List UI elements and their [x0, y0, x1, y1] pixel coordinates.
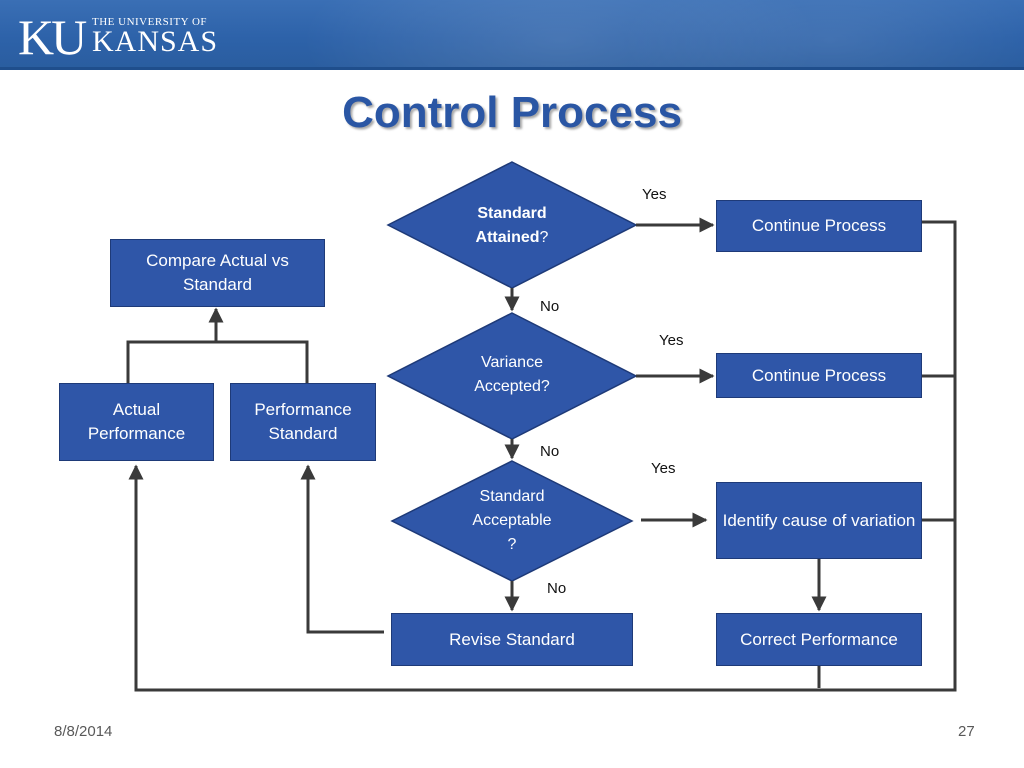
continue-process-box-2: Continue Process	[716, 353, 922, 398]
label-yes-2: Yes	[659, 332, 684, 349]
page-number: 27	[958, 723, 975, 740]
decision-text-2: Variance Accepted?	[474, 354, 550, 395]
label-yes-1: Yes	[642, 186, 667, 203]
decision-1-mark: ?	[539, 229, 549, 246]
correct-performance-box: Correct Performance	[716, 613, 922, 666]
logo-line-2: KANSAS	[92, 25, 219, 58]
identify-cause-box: Identify cause of variation	[716, 482, 922, 559]
decision-3-line-3: ?	[507, 536, 517, 553]
logo-line-1: THE UNIVERSITY OF	[92, 16, 208, 28]
decision-1-word-1: Standard	[477, 205, 547, 222]
label-yes-3: Yes	[651, 460, 676, 477]
label-no-1: No	[540, 298, 560, 315]
performance-standard-box: Performance Standard	[230, 383, 376, 461]
actual-performance-box: Actual Performance	[59, 383, 214, 461]
arrow-revise-standard	[300, 464, 384, 634]
loop-right	[128, 220, 957, 692]
banner-decoration-2	[620, 0, 1024, 70]
header-banner: KU THE UNIVERSITY OF KANSAS	[0, 0, 1024, 70]
decision-3-line-2: Acceptable	[472, 512, 552, 529]
banner-decoration	[300, 0, 820, 70]
label-no-2: No	[540, 443, 560, 460]
continue-process-box-1: Continue Process	[716, 200, 922, 252]
decision-text-3: Standard Acceptable ?	[452, 485, 572, 557]
revise-standard-box: Revise Standard	[391, 613, 633, 666]
decision-1-word-2: Attained	[475, 229, 540, 246]
label-no-3: No	[547, 580, 567, 597]
decision-text-1: Standard Attained?	[452, 202, 572, 250]
slide-title: Control Process	[342, 88, 682, 137]
logo-mark: KU	[18, 9, 87, 65]
footer-date: 8/8/2014	[54, 723, 113, 740]
arrow-to-compare	[126, 309, 309, 384]
banner-rule	[0, 67, 1024, 70]
decision-3-line-1: Standard	[479, 488, 545, 505]
compare-actual-box: Compare Actual vs Standard	[110, 239, 325, 307]
